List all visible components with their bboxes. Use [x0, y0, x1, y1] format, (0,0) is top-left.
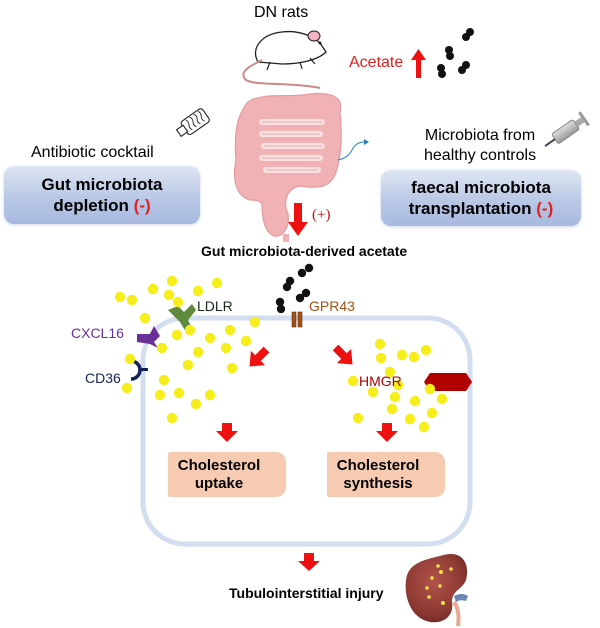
- pathway-arrow-right-icon: [332, 344, 353, 365]
- hmgr-enzyme-icon: [424, 373, 472, 391]
- lipid-droplet: [226, 362, 238, 374]
- lipid-droplet: [166, 275, 178, 287]
- lipid-droplet: [408, 351, 420, 363]
- antibiotic-cocktail-label: Antibiotic cocktail: [31, 144, 154, 161]
- lipid-droplet: [192, 346, 204, 358]
- antibiotic-bottle-icon: [175, 108, 210, 138]
- cholesterol-synthesis-box: Cholesterol synthesis: [327, 452, 445, 497]
- intestine-icon: [233, 92, 369, 242]
- lipid-droplet: [347, 375, 359, 387]
- cell-membrane: [140, 315, 473, 547]
- lipid-droplet: [172, 296, 184, 308]
- lipid-droplet: [240, 335, 252, 347]
- lipid-droplet: [224, 324, 236, 336]
- faecal-transplantation-box: faecal microbiota transplantation (-): [381, 170, 581, 226]
- positive-effect-sign: (+): [312, 207, 331, 223]
- gpr43-receptor-icon: [291, 311, 303, 328]
- lipid-droplet: [158, 374, 170, 386]
- syringe-icon: [544, 111, 590, 147]
- depletion-line1: Gut microbiota: [41, 175, 163, 194]
- lipid-droplet: [249, 316, 261, 328]
- lipid-droplet: [184, 324, 196, 336]
- lipid-droplet: [409, 395, 421, 407]
- depletion-sign: (-): [133, 196, 151, 215]
- dn-rats-label: DN rats: [254, 4, 309, 21]
- fmt-line2: transplantation (-): [408, 199, 554, 218]
- uptake-arrow-icon: [216, 423, 238, 442]
- lipid-droplet: [156, 342, 168, 354]
- lipid-droplet: [192, 285, 204, 297]
- lipid-droplets: [114, 275, 448, 433]
- lipid-droplet: [147, 283, 159, 295]
- lipid-droplet: [389, 391, 401, 403]
- acetate-label: Acetate: [349, 54, 404, 71]
- microbiota-source-line2: healthy controls: [424, 147, 537, 164]
- lipid-droplet: [204, 389, 216, 401]
- microbiota-source-label: Microbiota from healthy controls: [424, 126, 536, 166]
- lipid-droplet: [211, 277, 223, 289]
- lipid-droplet: [424, 383, 436, 395]
- lipid-droplet: [190, 398, 202, 410]
- kidney-icon: [405, 554, 468, 627]
- lipid-droplet: [182, 359, 194, 371]
- lipid-droplet: [126, 294, 138, 306]
- tubulointerstitial-injury-label: Tubulointerstitial injury: [229, 585, 384, 601]
- cholesterol-uptake-box: Cholesterol uptake: [168, 452, 286, 497]
- uptake-line1: Cholesterol: [177, 457, 261, 474]
- rat-icon: [242, 30, 327, 89]
- lipid-droplet: [352, 412, 364, 424]
- lipid-droplet: [386, 403, 398, 415]
- uptake-line2: uptake: [194, 475, 244, 492]
- gpr43-label: GPR43: [309, 298, 355, 314]
- lipid-droplet: [396, 349, 408, 361]
- lipid-droplet: [375, 352, 387, 364]
- ldlr-label: LDLR: [197, 298, 233, 314]
- cd36-label: CD36: [85, 370, 121, 386]
- gut-microbiota-depletion-box: Gut microbiota depletion (-): [4, 166, 200, 224]
- synthesis-line1: Cholesterol: [336, 457, 420, 474]
- fmt-sign: (-): [536, 199, 554, 218]
- lipid-droplet: [154, 389, 166, 401]
- lipid-droplet: [204, 332, 216, 344]
- lipid-droplet: [124, 353, 136, 365]
- cxcl16-receptor-icon: [137, 326, 160, 348]
- microbiota-source-line1: Microbiota from: [424, 127, 536, 144]
- lipid-droplet: [163, 289, 175, 301]
- lipid-droplet: [166, 412, 178, 424]
- lipid-droplet: [173, 387, 185, 399]
- lipid-droplet: [418, 421, 430, 433]
- synthesis-arrow-icon: [376, 423, 398, 442]
- acetate-increase-arrow-icon: [411, 49, 426, 78]
- acetate-molecules-top: [437, 28, 474, 78]
- lipid-droplet: [404, 413, 416, 425]
- lipid-droplet: [121, 382, 133, 394]
- lipid-droplet: [139, 312, 151, 324]
- derived-acetate-label: Gut microbiota-derived acetate: [201, 243, 408, 259]
- lipid-droplet: [171, 329, 183, 341]
- lipid-droplet: [220, 342, 232, 354]
- lipid-droplet: [436, 393, 448, 405]
- cxcl16-label: CXCL16: [71, 325, 124, 341]
- synthesis-line2: synthesis: [343, 475, 413, 492]
- lipid-droplet: [367, 386, 379, 398]
- lipid-droplet: [114, 291, 126, 303]
- outcome-arrow-icon: [298, 553, 320, 571]
- lipid-droplet: [426, 407, 438, 419]
- depletion-line2: depletion (-): [53, 196, 151, 215]
- pathway-arrow-left-icon: [249, 346, 270, 367]
- acetate-molecules-membrane: [275, 263, 314, 314]
- lipid-droplet: [392, 379, 404, 391]
- lipid-droplet: [374, 338, 386, 350]
- lipid-droplet: [384, 366, 396, 378]
- acetate-flow-arrow-icon: [288, 203, 308, 236]
- lipid-droplet: [420, 344, 432, 356]
- hmgr-label: HMGR: [359, 373, 402, 389]
- fmt-line1: faecal microbiota: [411, 178, 551, 197]
